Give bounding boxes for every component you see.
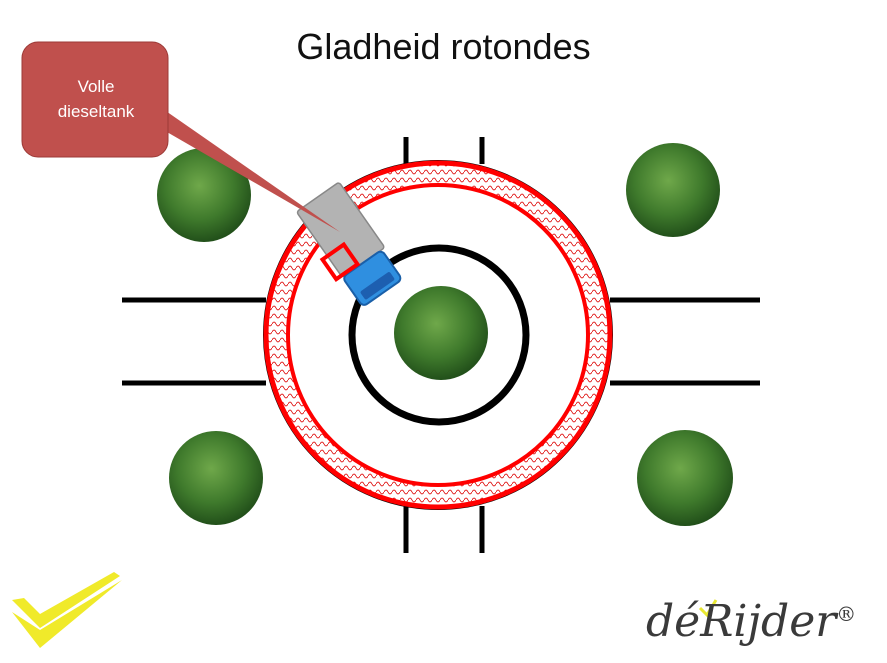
roads xyxy=(122,137,760,553)
tree-icon xyxy=(157,148,251,242)
tree-icon xyxy=(169,431,263,525)
brand-logo: déRijder® xyxy=(646,596,856,647)
registered-mark: ® xyxy=(836,602,857,626)
tree-icons xyxy=(157,143,733,526)
callout-line-2: dieseltank xyxy=(57,102,135,121)
fuel-tank-highlight xyxy=(319,241,361,282)
logo-text: déRijder xyxy=(646,596,837,647)
ring-outer-line xyxy=(263,160,613,510)
tree-icon xyxy=(637,430,733,526)
tree-icon xyxy=(394,286,488,380)
slide-title: Gladheid rotondes xyxy=(296,26,591,67)
truck-cab xyxy=(343,250,402,306)
checkmark-icon xyxy=(12,572,122,648)
logo-check-icon xyxy=(698,599,718,618)
central-island xyxy=(348,244,530,426)
callout-tail xyxy=(150,100,340,232)
truck-icon xyxy=(296,182,402,306)
tree-icon xyxy=(626,143,720,237)
callout-box xyxy=(21,41,169,158)
callout-line-1: Volle xyxy=(77,77,115,96)
callout-label: Volle dieseltank xyxy=(28,74,164,124)
